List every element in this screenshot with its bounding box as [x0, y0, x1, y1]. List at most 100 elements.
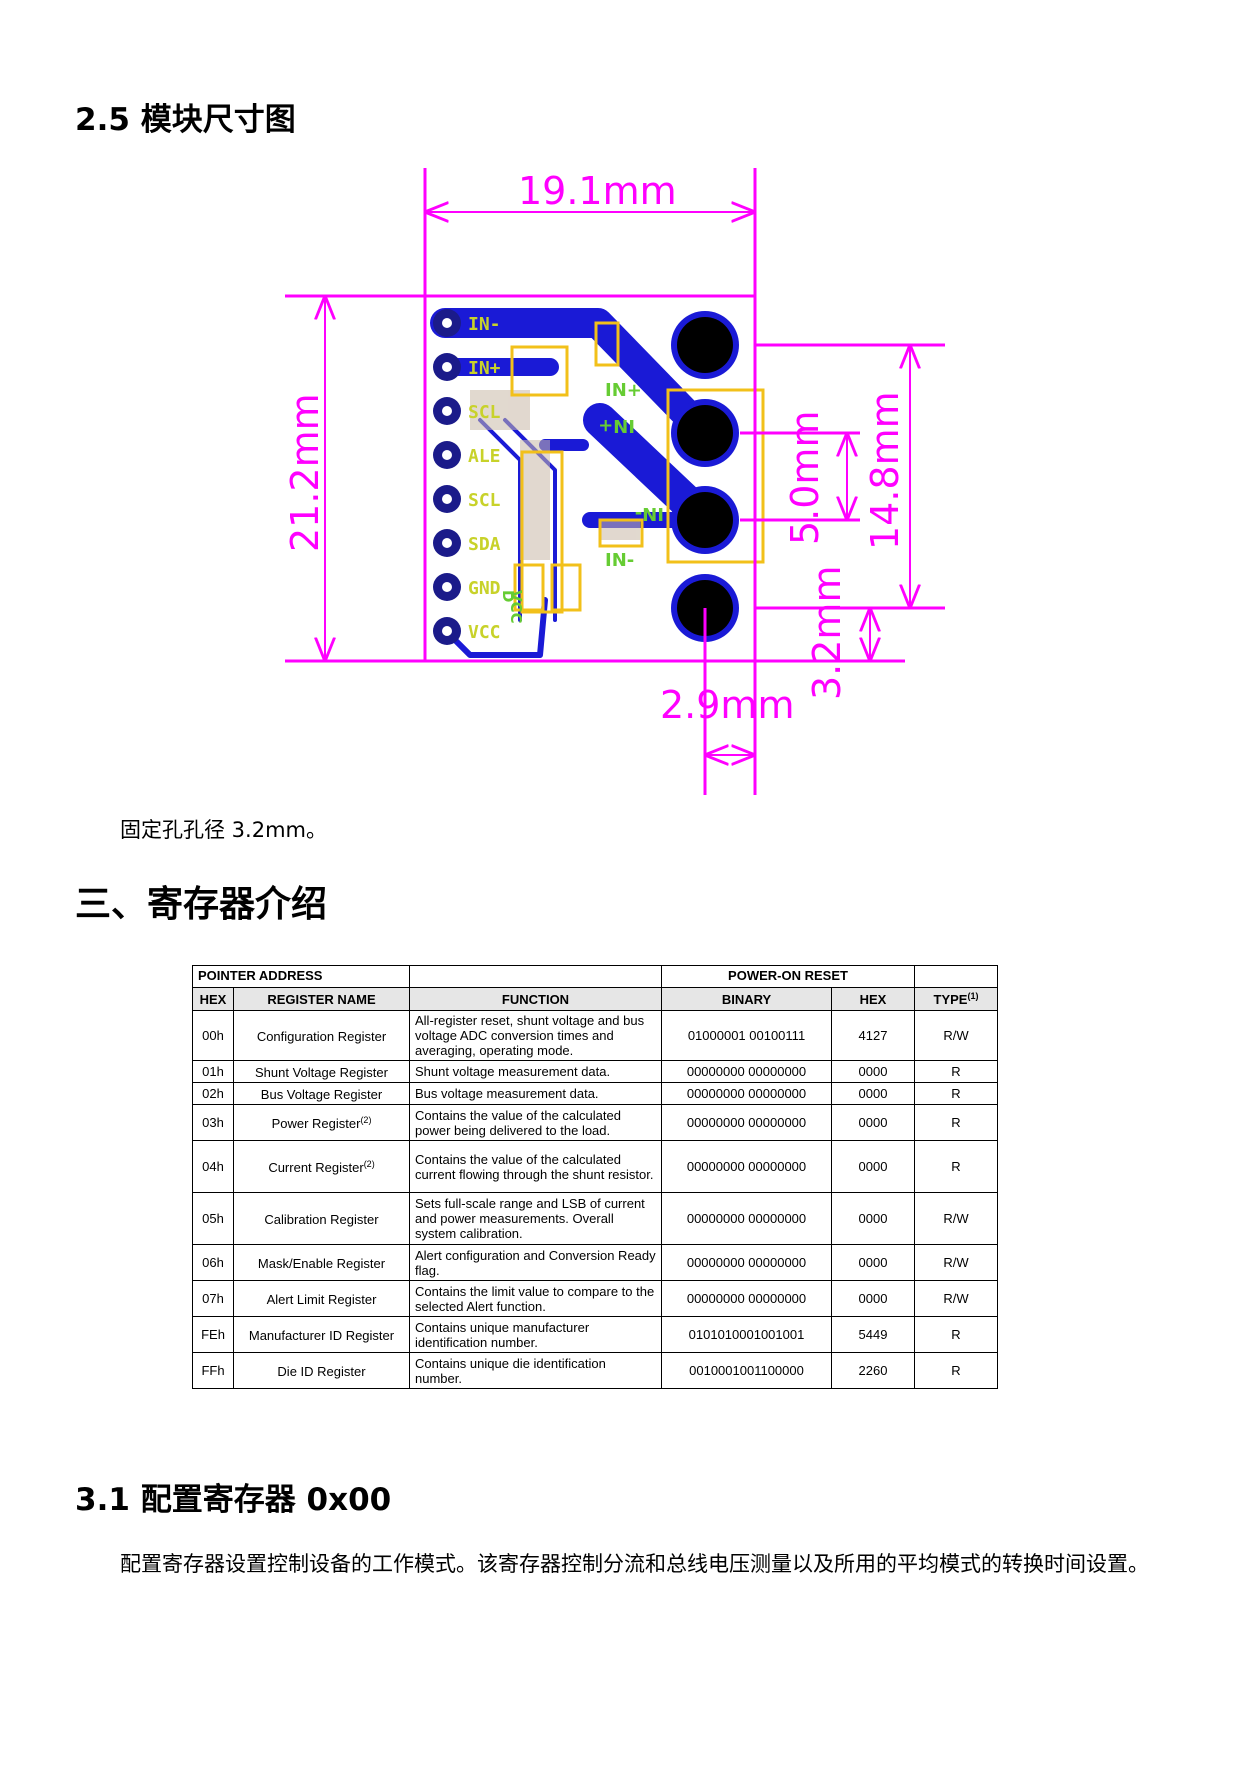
- row-binary: 00000000 00000000: [661, 1140, 832, 1193]
- pin-label: ALE: [468, 446, 501, 467]
- register-table: POINTER ADDRESS POWER-ON RESET HEX REGIS…: [192, 965, 998, 1389]
- table-row: FEh Manufacturer ID Register Contains un…: [192, 1316, 998, 1353]
- row-reset-hex: 4127: [831, 1010, 915, 1061]
- pitch-dimension-label: 5.0mm: [783, 411, 827, 545]
- row-hex: 06h: [192, 1244, 234, 1281]
- row-type: R: [914, 1352, 998, 1389]
- table-row: 01h Shunt Voltage Register Shunt voltage…: [192, 1060, 998, 1083]
- table-row: 00h Configuration Register All-register …: [192, 1010, 998, 1061]
- row-hex: 05h: [192, 1192, 234, 1245]
- pin-label: SCL: [468, 402, 501, 423]
- table-row: 05h Calibration Register Sets full-scale…: [192, 1192, 998, 1245]
- row-register-name: Manufacturer ID Register: [233, 1316, 410, 1353]
- row-reset-hex: 0000: [831, 1280, 915, 1317]
- row-binary: 0010001001100000: [661, 1352, 832, 1389]
- section-title-registers: 三、寄存器介绍: [75, 884, 328, 925]
- row-hex: FFh: [192, 1352, 234, 1389]
- pointer-address-header: POINTER ADDRESS: [192, 965, 410, 983]
- row-register-name: Configuration Register: [233, 1010, 410, 1061]
- row-function: Contains unique manufacturer identificat…: [409, 1316, 662, 1353]
- edge-dimension-label: 3.2mm: [805, 566, 849, 700]
- table-row: FFh Die ID Register Contains unique die …: [192, 1352, 998, 1389]
- row-binary: 0101010001001001: [661, 1316, 832, 1353]
- row-binary: 00000000 00000000: [661, 1060, 832, 1083]
- row-register-name: Die ID Register: [233, 1352, 410, 1389]
- table-row: 07h Alert Limit Register Contains the li…: [192, 1280, 998, 1317]
- row-register-name: Bus Voltage Register: [233, 1082, 410, 1105]
- row-reset-hex: 5449: [831, 1316, 915, 1353]
- power-on-reset-header: POWER-ON RESET: [661, 965, 915, 988]
- header-pins: [433, 309, 461, 645]
- row-type: R: [914, 1082, 998, 1105]
- in-plus-label: IN+: [605, 380, 642, 401]
- row-type: R/W: [914, 1010, 998, 1061]
- pin-label: GND: [468, 578, 501, 599]
- d-silk-label: D: [499, 590, 517, 602]
- offset-dimension-label: 2.9mm: [660, 683, 794, 727]
- row-function: Alert configuration and Conversion Ready…: [409, 1244, 662, 1281]
- row-register-name: Power Register(2): [233, 1104, 410, 1141]
- span-dimension-label: 14.8mm: [863, 391, 907, 550]
- row-hex: 01h: [192, 1060, 234, 1083]
- row-binary: 01000001 00100111: [661, 1010, 832, 1061]
- type-column-header: TYPE(1): [914, 987, 998, 1011]
- row-hex: 07h: [192, 1280, 234, 1317]
- row-register-name: Current Register(2): [233, 1140, 410, 1193]
- row-function: Contains the value of the calculated pow…: [409, 1104, 662, 1141]
- register-name-column-header: REGISTER NAME: [233, 987, 410, 1011]
- row-type: R: [914, 1140, 998, 1193]
- in-minus-rotated-label: IN-: [635, 503, 664, 524]
- row-function: Contains the value of the calculated cur…: [409, 1140, 662, 1193]
- row-type: R/W: [914, 1280, 998, 1317]
- width-dimension-label: 19.1mm: [518, 169, 677, 213]
- row-reset-hex: 0000: [831, 1060, 915, 1083]
- section-title-dimensions: 2.5 模块尺寸图: [75, 102, 296, 138]
- row-binary: 00000000 00000000: [661, 1280, 832, 1317]
- row-reset-hex: 0000: [831, 1192, 915, 1245]
- row-register-name: Mask/Enable Register: [233, 1244, 410, 1281]
- component-pads: [470, 390, 640, 560]
- hex-column-header: HEX: [192, 987, 234, 1011]
- row-function: Shunt voltage measurement data.: [409, 1060, 662, 1083]
- row-reset-hex: 0000: [831, 1244, 915, 1281]
- height-dimension-label: 21.2mm: [283, 393, 327, 552]
- silkscreen-text: IN+ IN- IN+ IN- VCC D: [499, 380, 664, 624]
- row-binary: 00000000 00000000: [661, 1104, 832, 1141]
- pin-labels: IN- IN+ SCL ALE SCL SDA GND VCC: [468, 314, 501, 643]
- row-binary: 00000000 00000000: [661, 1244, 832, 1281]
- row-binary: 00000000 00000000: [661, 1082, 832, 1105]
- section-title-config-register: 3.1 配置寄存器 0x00: [75, 1482, 392, 1518]
- row-hex: 03h: [192, 1104, 234, 1141]
- dimension-labels: 19.1mm 21.2mm 5.0mm 14.8mm 3.2mm 2.9mm: [283, 169, 907, 727]
- pin-label: IN-: [468, 314, 501, 335]
- table-row: 03h Power Register(2) Contains the value…: [192, 1104, 998, 1141]
- row-reset-hex: 0000: [831, 1082, 915, 1105]
- dimension-arrows: [325, 212, 910, 755]
- row-hex: 00h: [192, 1010, 234, 1061]
- row-reset-hex: 2260: [831, 1352, 915, 1389]
- row-binary: 00000000 00000000: [661, 1192, 832, 1245]
- dimension-lines: [285, 168, 945, 795]
- row-register-name: Calibration Register: [233, 1192, 410, 1245]
- row-function: Bus voltage measurement data.: [409, 1082, 662, 1105]
- pin-label: SDA: [468, 534, 501, 555]
- row-hex: FEh: [192, 1316, 234, 1353]
- row-type: R: [914, 1104, 998, 1141]
- row-type: R: [914, 1316, 998, 1353]
- row-hex: 04h: [192, 1140, 234, 1193]
- silkscreen-outlines: [510, 321, 765, 614]
- row-type: R/W: [914, 1244, 998, 1281]
- table-row: 02h Bus Voltage Register Bus voltage mea…: [192, 1082, 998, 1105]
- config-register-paragraph: 配置寄存器设置控制设备的工作模式。该寄存器控制分流和总线电压测量以及所用的平均模…: [120, 1552, 1149, 1576]
- pin-label: IN+: [468, 358, 501, 379]
- row-hex: 02h: [192, 1082, 234, 1105]
- row-register-name: Shunt Voltage Register: [233, 1060, 410, 1083]
- row-type: R/W: [914, 1192, 998, 1245]
- in-plus-rotated-label: IN+: [598, 415, 635, 436]
- row-function: All-register reset, shunt voltage and bu…: [409, 1010, 662, 1061]
- module-dimension-drawing: IN- IN+ SCL ALE SCL SDA GND VCC IN+ IN- …: [283, 168, 945, 795]
- table-row: 06h Mask/Enable Register Alert configura…: [192, 1244, 998, 1281]
- row-reset-hex: 0000: [831, 1104, 915, 1141]
- in-minus-label: IN-: [605, 550, 634, 571]
- row-type: R: [914, 1060, 998, 1083]
